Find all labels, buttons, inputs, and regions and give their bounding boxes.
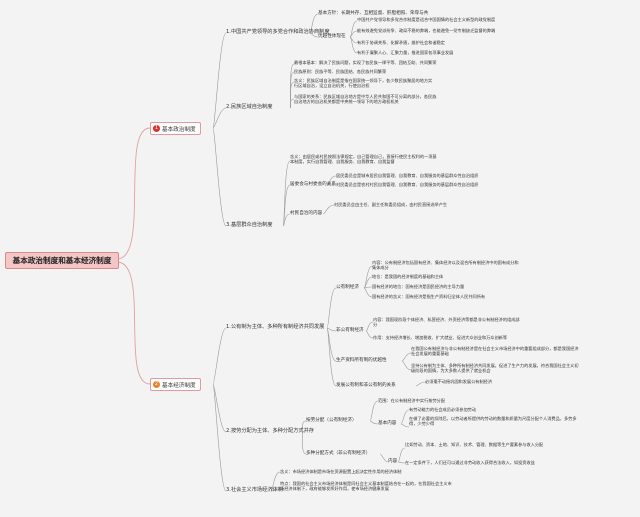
root-to-economic-line xyxy=(116,261,151,385)
eco-market-feature[interactable]: 特点：我国的社会主义市场经济体制是同社会主义基本制度结合在一起的，在我国社会主义… xyxy=(280,481,452,491)
pol-village-item[interactable]: 村民委员会由主任、副主任和委员组成，由村民直接选举产生 xyxy=(334,202,448,207)
eco-nonpublic-economy[interactable]: 非公有制经济 xyxy=(336,328,364,333)
pol-topic-ethnic-autonomy[interactable]: 2.民族区域自治制度 xyxy=(226,104,273,110)
root-topic[interactable]: 基本政治制度和基本经济制度 xyxy=(5,252,119,269)
pol-village-content[interactable]: 村民自治的内容 xyxy=(290,211,323,216)
eco-public-item-1[interactable]: 内容：公有制经济包括国有经济、集体经济以及混合所有制经济中的国有成分和集体成分 xyxy=(372,260,519,270)
eco-labor-item-1[interactable]: 有劳动能力的社会成员必须参加劳动 xyxy=(409,407,477,412)
eco-superiority-item-2[interactable]: 坚持公有制为主体、多种所有制经济共同发展，促进了生产力的发展，符合我国社会主义初… xyxy=(411,363,579,373)
eco-other-distribution[interactable]: 多种分配方式（非公有制经济） xyxy=(306,451,371,456)
eco-nonpublic-item-1[interactable]: 内容：我国现阶段个体经济、私营经济、外资经济等都是非公有制经济的组成部分 xyxy=(373,317,520,327)
pol-committee-item-2[interactable]: 村民委员会是农村村民自我管理、自我教育、自我服务的基层群众性自治组织 xyxy=(336,182,479,187)
pol-autonomy-item-4[interactable]: 与国家的关系：民族区域自治地方是中华人民共和国不可分离的部分，各民族自治地方的自… xyxy=(294,94,437,104)
eco-topic-ownership[interactable]: 1.公有制为主体、多种所有制经济共同发展 xyxy=(226,324,325,330)
eco-other-item-2[interactable]: 在一定条件下，人们还可以通过非劳动收入获得合法收入，如投资收益 xyxy=(405,460,535,465)
pol-adv-item-1[interactable]: 中国共产党领导和多党合作制度是适合中国国情的社会主义新型的政党制度 xyxy=(357,17,496,22)
pol-line-2 xyxy=(212,107,227,129)
eco-nonpublic-item-2[interactable]: 作用：支持经济增长、增加税收、扩大就业、促进大众创业和万众创新等 xyxy=(373,335,508,340)
pol-line-1 xyxy=(212,32,227,129)
eco-public-item-3[interactable]: 国有经济的地位：国有经济是国民经济的主导力量 xyxy=(372,284,465,289)
eco-labor-item-2[interactable]: 在做了必要的扣除后，以劳动者所提供的劳动的数量和质量为尺度分配个人消费品，多劳多… xyxy=(409,416,577,426)
pol-autonomy-item-1[interactable]: 最根本基本：解决了民族问题，实现了各民族一律平等、团结互助、共同繁荣 xyxy=(294,60,437,65)
eco-topic-distribution[interactable]: 2.按劳分配为主体、多种分配方式并存 xyxy=(226,428,314,434)
pol-adv-item-2[interactable]: 能有效避免党派纷争、政局不稳的弊端，也能避免一党专制缺乏监督的弊端 xyxy=(357,28,496,33)
eco-public-item-2[interactable]: 地位：是我国的经济制度的基础和主体 xyxy=(372,274,444,279)
eco-other-content[interactable]: 内容 xyxy=(388,459,398,464)
branch-label: 基本经济制度 xyxy=(162,382,196,389)
eco-ownership-superiority[interactable]: 生产资料所有制的优越性 xyxy=(336,358,387,363)
eco-public-item-4[interactable]: 国有经济的含义：国有经济是指生产资料归全体人民共同所有 xyxy=(372,294,486,299)
number-badge: 2 xyxy=(153,381,160,388)
eco-relationship-item[interactable]: 必须毫不动摇巩固和发展公有制经济 xyxy=(425,379,493,384)
eco-relationship[interactable]: 发展公有制和非公有制的关系 xyxy=(336,383,396,388)
pol-topic-party-cooperation[interactable]: 1.中国共产党领导的多党合作和政治协商制度 xyxy=(226,29,330,35)
pol-line-3 xyxy=(212,127,227,227)
eco-topic-market-economy[interactable]: 3.社会主义市场经济体制 xyxy=(226,487,283,493)
number-badge: 1 xyxy=(153,125,160,132)
pol-autonomy-item-3[interactable]: 含义：民族区域自治制度是指在国家统一领导下，各少数民族聚居的地方实行区域自治，设… xyxy=(294,78,433,88)
root-to-political-line xyxy=(116,127,151,260)
pol-topic-grassroots-autonomy[interactable]: 3.基层群众自治制度 xyxy=(226,222,273,228)
eco-labor-distribution[interactable]: 按劳分配（公有制经济） xyxy=(306,418,357,423)
pol-committee-item-1[interactable]: 居民委员会是城市居民自我管理、自我教育、自我服务的基层群众性自治组织 xyxy=(336,173,479,178)
eco-other-item-1[interactable]: 比如劳动、资本、土地、知识、技术、管理、数据等生产要素参与收入分配 xyxy=(405,442,544,447)
pol-adv-item-3[interactable]: 有利于协调关系、化解矛盾，维护社会和谐稳定 xyxy=(357,40,445,45)
pol-grassroots-meaning[interactable]: 含义：由居民或村民按照法律规定，自己管理自己，直接行使民主权利的一项基本制度，实… xyxy=(290,154,437,164)
pol-autonomy-item-2[interactable]: 民族原则：民族平等、民族团结、各民族共同繁荣 xyxy=(294,69,387,74)
eco-public-economy[interactable]: 公有制经济 xyxy=(336,285,359,290)
branch-economic-system[interactable]: 2 基本经济制度 xyxy=(150,378,201,391)
pol-committee-relation[interactable]: 居委会与村委会的关系 xyxy=(290,182,336,187)
pol-adv-item-4[interactable]: 有利于凝聚人心、汇聚力量，推进国家各项事业发展 xyxy=(357,50,454,55)
eco-labor-scope[interactable]: 范围：在公有制经济中实行按劳分配 xyxy=(378,398,446,403)
eco-labor-basic[interactable]: 基本内容 xyxy=(378,421,397,426)
eco-superiority-item-1[interactable]: 在我国公有制经济与非公有制经济是在社会主义市场经济中的重要组成部分，都是我国经济… xyxy=(411,346,579,356)
pol-advantages[interactable]: 优越性体现在 xyxy=(318,34,346,39)
branch-political-system[interactable]: 1 基本政治制度 xyxy=(150,122,201,135)
eco-market-meaning[interactable]: 含义：市场经济体制是市场在资源配置上起决定性作用的经济体制 xyxy=(280,469,402,474)
branch-label: 基本政治制度 xyxy=(162,126,196,133)
pol-basic-policy[interactable]: 基本方针：长期共存、互相监督、肝胆相照、荣辱与共 xyxy=(318,11,429,16)
